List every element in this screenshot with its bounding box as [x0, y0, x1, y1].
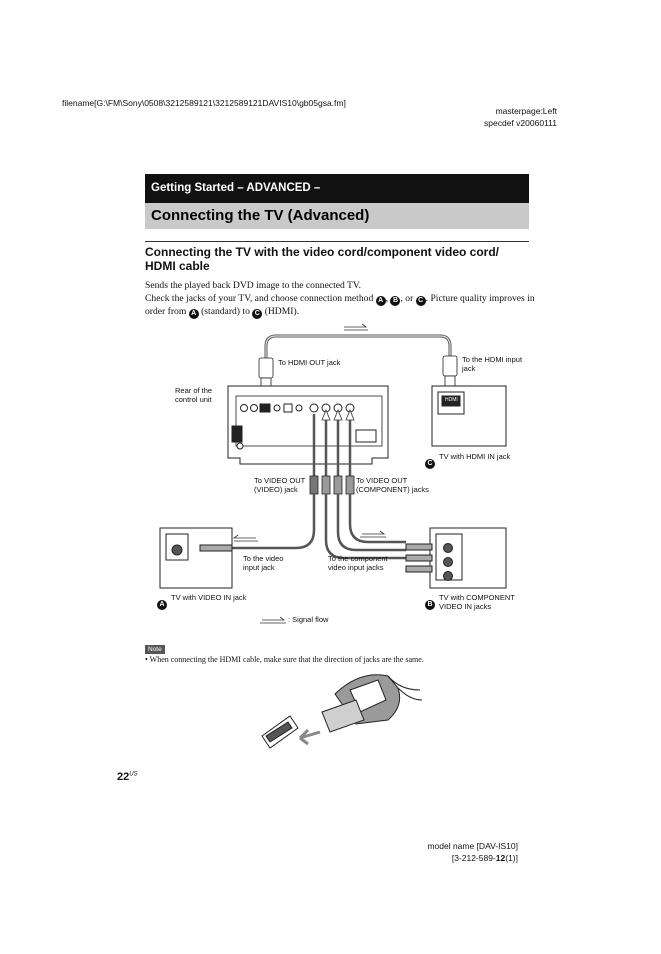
label-video-out: To VIDEO OUT (VIDEO) jack: [254, 476, 306, 494]
label-component-in: To the component video input jacks: [328, 554, 388, 572]
page-title: Connecting the TV (Advanced): [151, 207, 370, 224]
label-rear-unit: Rear of the control unit: [175, 386, 213, 404]
control-unit: [227, 385, 389, 465]
cord-arrows-up: [321, 408, 355, 421]
sep-1: ,: [385, 293, 389, 304]
label-component-out: To VIDEO OUT (COMPONENT) jacks: [356, 476, 429, 494]
tv-video-in: [159, 527, 233, 589]
mark-b: B: [390, 296, 401, 306]
body-line-3-pre: order from: [145, 306, 187, 317]
label-hdmi-in: To the HDMI input jack: [462, 355, 523, 373]
tv-component-in: [405, 527, 507, 589]
body-line-3-post: (HDMI).: [264, 306, 300, 317]
hdmi-plug-illustration: [261, 674, 423, 749]
signal-flow-legend-arrow: [260, 616, 286, 624]
video-cords: [312, 414, 352, 476]
label-video-in: To the video input jack: [243, 554, 284, 572]
subheading: Connecting the TV with the video cord/co…: [145, 241, 529, 273]
body-line-2-post: . Picture quality improves in: [425, 293, 535, 304]
label-hdmi-out: To HDMI OUT jack: [278, 358, 341, 367]
badge-c: C: [425, 451, 435, 469]
note-badge: Note: [145, 645, 165, 654]
rca-plugs: [309, 475, 355, 495]
section-header: Getting Started – ADVANCED –: [145, 174, 529, 203]
masterpage-meta: masterpage:Left: [495, 106, 557, 116]
label-tv-video: TV with VIDEO IN jack: [171, 593, 247, 602]
signal-arrow-left: [232, 534, 258, 542]
hdmi-cable: [264, 334, 452, 360]
body-line-2-pre: Check the jacks of your TV, and choose c…: [145, 293, 374, 304]
page-number: 22US: [117, 771, 138, 783]
label-signal-flow: : Signal flow: [288, 615, 329, 624]
mark-c: C: [415, 296, 426, 306]
body-line-1: Sends the played back DVD image to the c…: [145, 280, 361, 291]
mark-a: A: [375, 296, 386, 306]
filename-meta: filename[G:\FM\Sony\0508\3212589121\3212…: [62, 98, 346, 108]
page-title-bar: Connecting the TV (Advanced): [145, 203, 529, 229]
body-line-3: order from A (standard) to C (HDMI).: [145, 305, 299, 319]
model-number: [3-212-589-12(1)]: [451, 853, 518, 863]
tv-hdmi-in: [431, 385, 507, 447]
note-text: • When connecting the HDMI cable, make s…: [145, 655, 424, 664]
mark-c: C: [252, 309, 263, 319]
body-line-2: Check the jacks of your TV, and choose c…: [145, 292, 535, 306]
label-tv-component: TV with COMPONENT VIDEO IN jacks: [439, 593, 515, 611]
badge-b: B: [425, 592, 435, 610]
component-cords-to-tv-b: [324, 494, 406, 560]
body-line-3-mid: (standard) to: [201, 306, 250, 317]
specdef-meta: specdef v20060111: [484, 118, 557, 128]
badge-a: A: [157, 592, 167, 610]
video-cord-to-tv-a: [228, 494, 316, 550]
signal-arrow-top: [344, 323, 368, 331]
mark-a: A: [188, 309, 199, 319]
section-header-text: Getting Started – ADVANCED –: [151, 182, 321, 194]
signal-arrow-right: [360, 530, 386, 538]
hdmi-logo-tv: HDMI: [445, 397, 458, 403]
sep-2: , or: [400, 293, 414, 304]
model-name: model name [DAV-IS10]: [427, 841, 518, 851]
label-tv-hdmi: TV with HDMI IN jack: [439, 452, 511, 461]
